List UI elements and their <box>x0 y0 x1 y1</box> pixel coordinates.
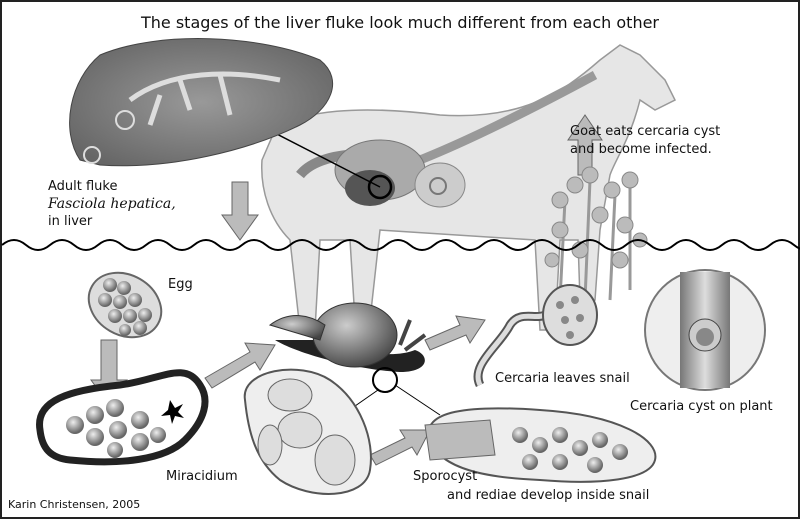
cercaria-cyst-label: Cercaria cyst on plant <box>630 399 773 414</box>
cercaria <box>473 284 598 388</box>
cercaria-cyst-on-plant <box>644 269 766 391</box>
credit: Karin Christensen, 2005 <box>8 498 140 511</box>
arrow-down-fluke-to-water <box>221 181 259 241</box>
diagram-title: The stages of the liver fluke look much … <box>140 13 659 32</box>
lifecycle-arrows <box>90 114 603 466</box>
sporocyst-label-line1: Sporocyst <box>413 469 477 484</box>
adult-fluke-location: in liver <box>48 214 93 229</box>
adult-fluke <box>69 38 333 167</box>
goat-label-line2: and become infected. <box>570 142 712 157</box>
water-line <box>1 239 800 251</box>
goat-label-line1: Goat eats cercaria cyst <box>570 124 720 139</box>
snail <box>268 302 441 421</box>
adult-fluke-species: Fasciola hepatica, <box>47 196 176 212</box>
arrow-to-snail <box>204 342 276 389</box>
sporocyst-label-line2: and rediae develop inside snail <box>447 488 649 503</box>
egg-label: Egg <box>168 277 193 292</box>
arrow-to-sporocyst <box>369 429 431 466</box>
adult-fluke-label: Adult fluke <box>48 179 118 194</box>
miracidium <box>36 369 209 466</box>
redia <box>424 407 657 483</box>
miracidium-label: Miracidium <box>166 469 238 484</box>
arrow-to-cercaria <box>424 315 486 351</box>
egg <box>87 271 163 339</box>
cercaria-leaves-label: Cercaria leaves snail <box>495 371 630 386</box>
sporocyst <box>243 368 372 495</box>
goat <box>229 44 677 331</box>
